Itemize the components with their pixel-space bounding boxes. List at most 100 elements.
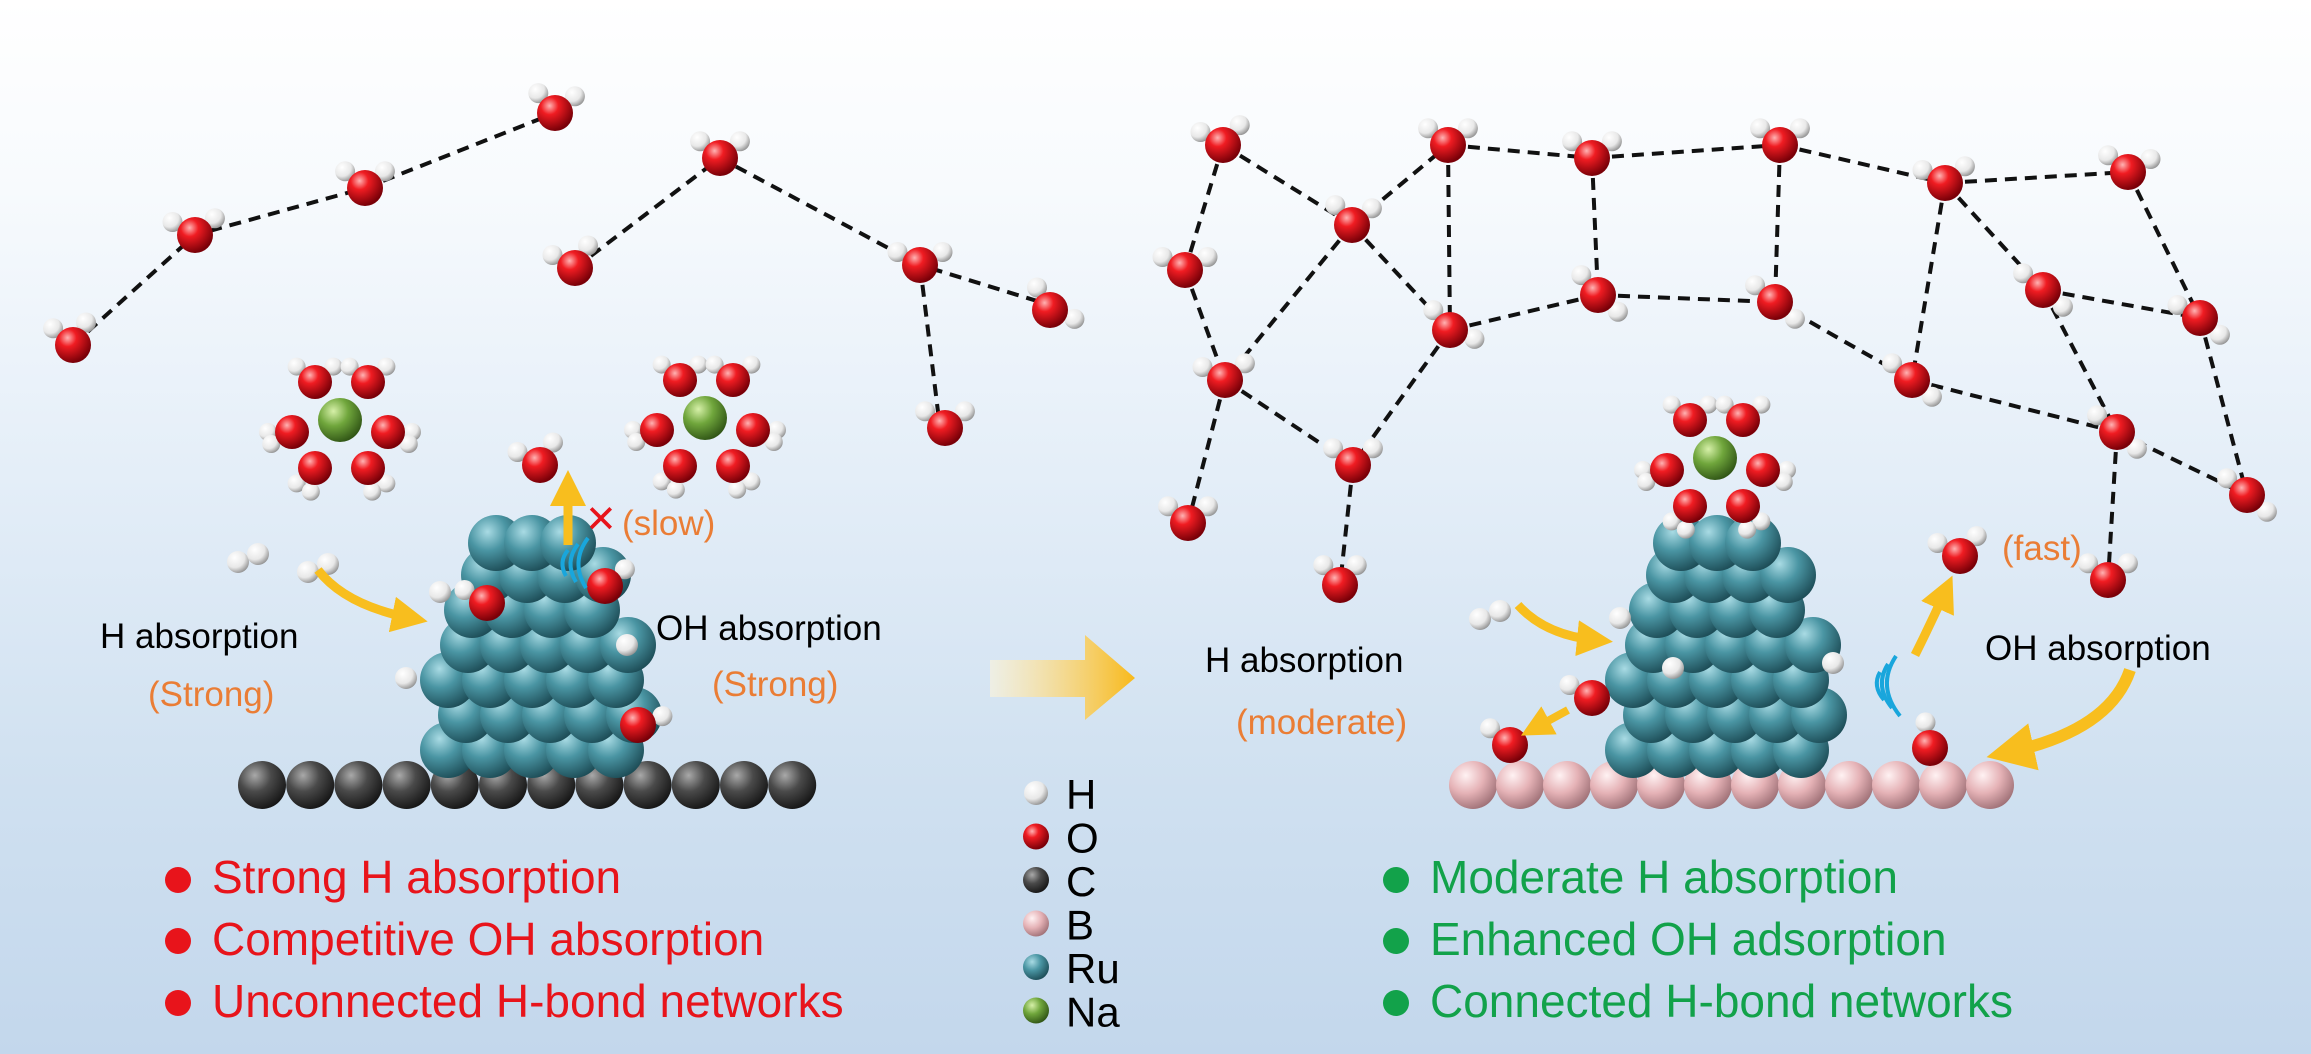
- hydrogen-atom: [1966, 526, 1987, 547]
- hydrogen-atom: [1234, 353, 1255, 374]
- hydrogen-atom: [1313, 555, 1334, 576]
- right-conclusion-list: Moderate H absorption Enhanced OH adsorp…: [1383, 851, 2013, 1027]
- carbon-atom: [334, 761, 383, 809]
- hydrogen-atom: [507, 442, 528, 462]
- legend-swatch-na: [1023, 997, 1049, 1024]
- h-bond-line: [1773, 144, 1782, 303]
- water-molecule: [690, 131, 750, 176]
- hydrogen-adatom: [429, 581, 451, 603]
- h-bond-line: [1183, 144, 1225, 271]
- hydrogen-atom: [915, 401, 936, 422]
- h-bond-line: [2126, 171, 2202, 319]
- oxygen-atom: [2110, 154, 2146, 190]
- oxygen-atom: [1032, 292, 1068, 328]
- hydrogen-atom: [1662, 512, 1681, 531]
- hydrogen-atom: [729, 131, 750, 152]
- hydrogen-atom: [1571, 265, 1592, 286]
- h-bond-line: [1591, 143, 1781, 160]
- signal-waves: [560, 536, 1902, 718]
- hydroxyl-adsorbate: [1912, 712, 1948, 766]
- boron-atom: [1919, 761, 1967, 809]
- water-molecule: [1745, 275, 1805, 329]
- oxygen-atom: [347, 170, 383, 206]
- hydrogen-atom: [162, 212, 183, 232]
- h-bond-line: [71, 111, 556, 347]
- oh-release-arrow-right: [1910, 575, 1954, 658]
- boron-atom: [1872, 761, 1920, 809]
- oxygen-atom: [1942, 538, 1978, 574]
- hydrogen-atom: [887, 242, 908, 262]
- water-molecule: [887, 242, 953, 283]
- oxygen-atom: [537, 95, 573, 131]
- hydrogen-atom: [1927, 533, 1948, 553]
- hydrogen-atom: [1921, 386, 1942, 407]
- h-bond-line: [1911, 378, 2118, 434]
- water-molecule: [2013, 263, 2073, 317]
- hydroxyl-adsorbate: [587, 559, 635, 604]
- block-x-mark: ✕: [585, 499, 617, 541]
- hydrogen-atom: [689, 355, 708, 374]
- hydrogen-atom: [1027, 277, 1047, 298]
- legend-swatch-o: [1023, 823, 1049, 850]
- hydrogen-atom: [1699, 395, 1718, 414]
- hydrogen-atom: [954, 401, 975, 422]
- hydrogen-atom: [76, 312, 96, 333]
- hydrogen-atom: [2209, 324, 2230, 345]
- hydrogen-atom: [377, 474, 396, 493]
- hydrogen-atom: [2217, 468, 2238, 489]
- oxygen-atom: [1167, 252, 1203, 288]
- hydrogen-adatom: [1822, 652, 1844, 674]
- hydroxyl-adsorbate: [1559, 675, 1610, 716]
- water-molecule: [1423, 300, 1485, 349]
- h2-molecule: [227, 543, 269, 573]
- h-bond-line: [1910, 182, 1947, 381]
- hydrated-na-cluster: [624, 355, 786, 499]
- legend-swatch-ru: [1023, 954, 1049, 980]
- oxygen-atom: [275, 415, 309, 449]
- legend-swatch-h: [1024, 781, 1048, 805]
- bullet-dot: [1383, 928, 1409, 954]
- h-bond-line: [1338, 464, 1355, 586]
- hydrogen-atom: [43, 318, 64, 339]
- hydrogen-atom: [616, 634, 638, 656]
- water-molecule: [2217, 468, 2277, 522]
- oxygen-atom: [177, 217, 213, 253]
- left-labels: H absorption (Strong) OH absorption (Str…: [100, 504, 882, 714]
- carbon-atom: [720, 761, 768, 809]
- carbon-atom: [286, 761, 335, 809]
- oxygen-atom: [1430, 127, 1466, 163]
- hydrogen-atom: [1662, 657, 1684, 679]
- h-bond-line: [2041, 289, 2119, 433]
- ru-cluster-right: [1605, 515, 1847, 778]
- legend-swatch-c: [1023, 867, 1049, 893]
- oxygen-atom: [2182, 300, 2218, 336]
- oxygen-atom: [351, 451, 385, 485]
- water-molecule: [335, 161, 395, 206]
- hydrogen-atom: [1752, 395, 1771, 414]
- hydrogen-atom: [652, 472, 671, 491]
- water-molecule: [1192, 353, 1255, 398]
- oxygen-atom: [1746, 453, 1780, 487]
- hydrogen-atom: [377, 357, 396, 376]
- hydrogen-atom: [454, 580, 475, 600]
- water-molecule: [542, 235, 598, 286]
- water-molecule: [1418, 118, 1478, 163]
- carbon-atom: [623, 761, 672, 809]
- water-molecule: [1750, 118, 1810, 163]
- hydrogen-atom: [1601, 131, 1622, 152]
- hydrogen-atom: [742, 472, 761, 491]
- oxygen-atom: [1574, 140, 1610, 176]
- left-h-strength-label: (Strong): [148, 675, 274, 714]
- h-bond-line: [1351, 328, 1452, 467]
- hydrogen-atom: [652, 355, 671, 374]
- hydrogen-atom: [1158, 496, 1179, 517]
- hydrogen-atom: [542, 245, 563, 265]
- hydrogen-atom: [324, 357, 343, 376]
- oxygen-atom: [1673, 489, 1707, 523]
- left-conclusion-list: Strong H absorption Competitive OH absor…: [165, 851, 844, 1027]
- hydrogen-adatom: [616, 634, 638, 656]
- h-bond-line: [1597, 293, 1776, 304]
- h-bond-line: [918, 264, 942, 429]
- bullet-dot: [1383, 990, 1409, 1016]
